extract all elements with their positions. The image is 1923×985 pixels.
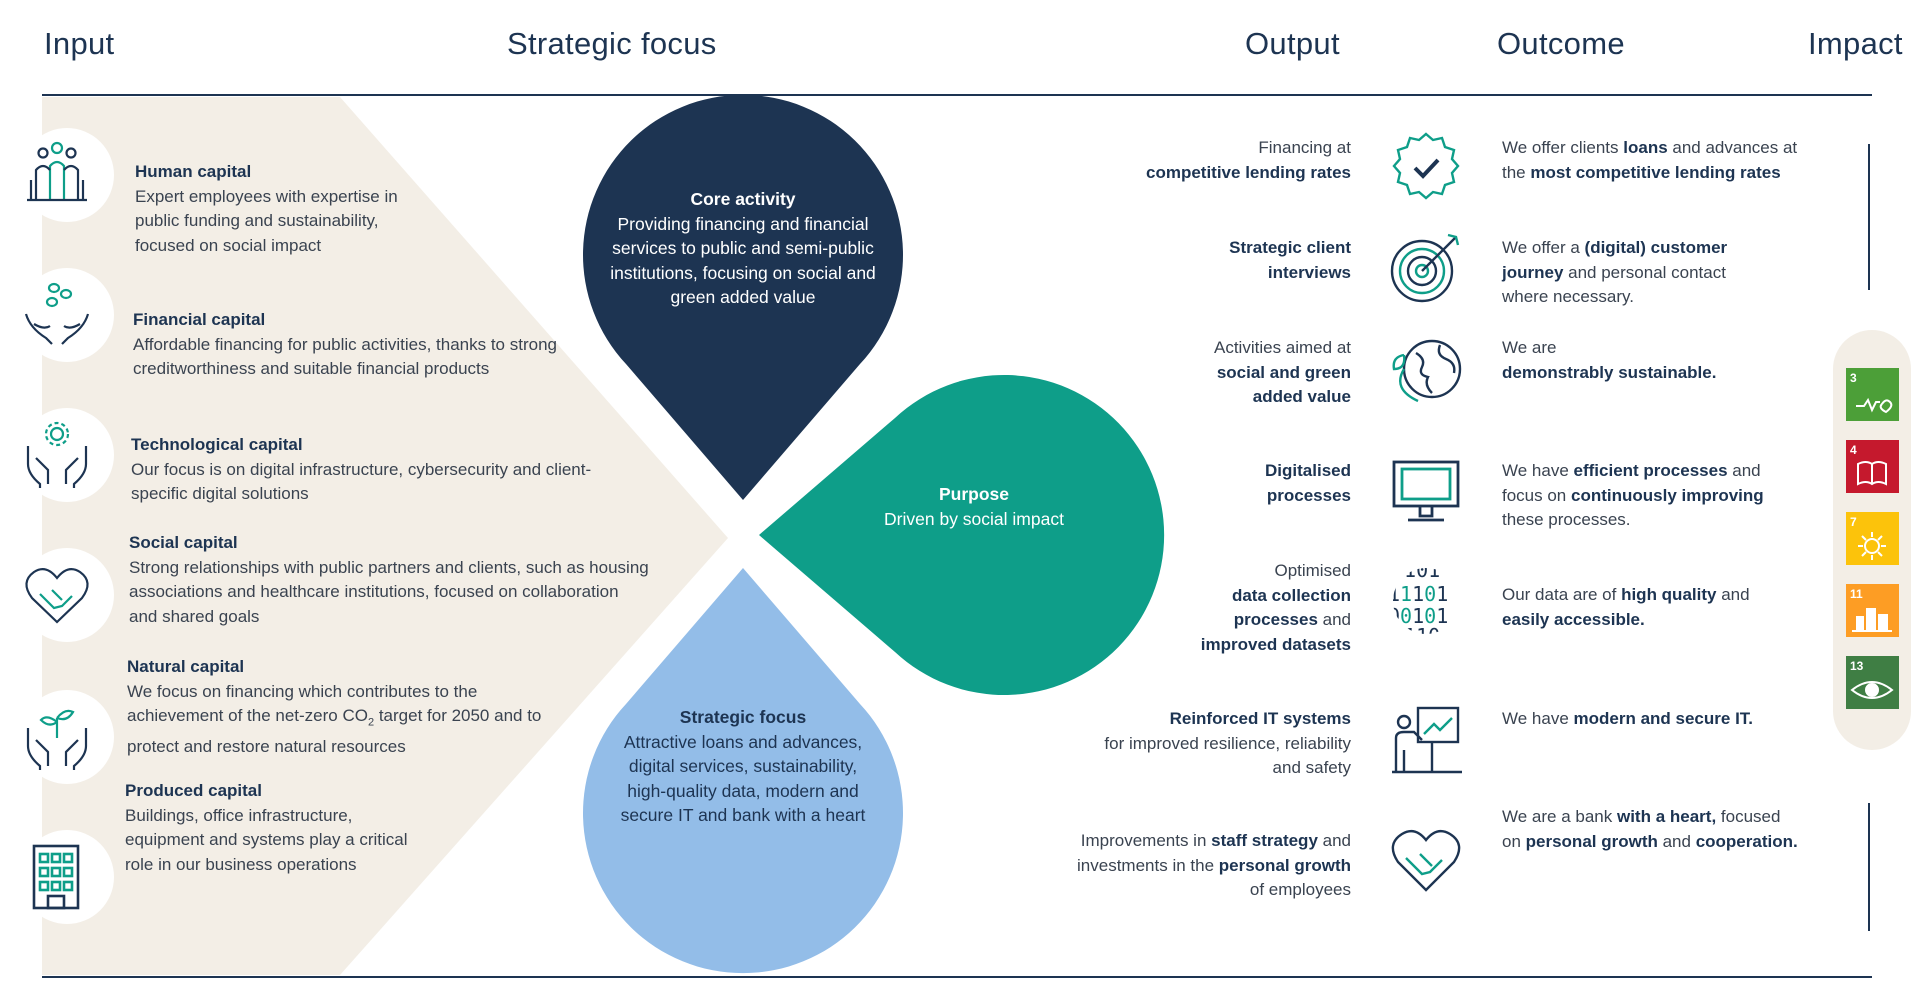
core-activity-text: Core activity Providing financing and fi… — [608, 187, 878, 310]
outcome-sustainable: We are demonstrably sustainable. — [1502, 338, 1717, 382]
heart-handshake-icon — [1391, 829, 1461, 892]
outcome-lending: We offer clients loans and advances at t… — [1502, 138, 1798, 182]
petal-body: Attractive loans and advances, digital s… — [620, 731, 866, 826]
petal-title: Strategic focus — [679, 707, 807, 727]
core-activity-petal — [583, 94, 903, 501]
input-icon-circle-human — [20, 128, 114, 222]
header-strategic-focus: Strategic focus — [507, 26, 717, 61]
header-output: Output — [1245, 26, 1340, 61]
input-icon-circle-natural — [20, 690, 114, 784]
input-natural-capital: Natural capital We focus on financing wh… — [127, 655, 557, 759]
input-icon-circle-technological — [20, 408, 114, 502]
input-title: Financial capital — [133, 310, 266, 329]
heart-handshake-icon — [25, 567, 89, 624]
sdg-13-icon: 13 — [1846, 656, 1899, 709]
petal-title: Core activity — [690, 189, 796, 209]
input-financial-capital: Financial capital Affordable financing f… — [133, 308, 563, 382]
input-icon-circle-produced — [20, 830, 114, 924]
outcome-bank-with-heart: We are a bank with a heart, focused on p… — [1502, 807, 1798, 851]
input-text: Buildings, office infrastructure, equipm… — [125, 805, 408, 874]
presentation-chart-icon — [1392, 706, 1462, 774]
bottom-rule — [42, 976, 1872, 978]
petal-body: Driven by social impact — [884, 508, 1064, 529]
svg-text:11101: 11101 — [1388, 582, 1448, 606]
header-impact: Impact — [1808, 26, 1903, 61]
input-icon-circle-social — [20, 548, 114, 642]
input-text: Affordable financing for public activiti… — [133, 334, 557, 379]
purpose-text: Purpose Driven by social impact — [864, 482, 1084, 531]
sdg-7-icon: 7 — [1846, 512, 1899, 565]
building-icon — [32, 844, 80, 910]
input-human-capital: Human capital Expert employees with expe… — [135, 160, 425, 258]
badge-check-icon — [1392, 132, 1460, 200]
input-title: Technological capital — [131, 435, 303, 454]
header-input: Input — [44, 26, 115, 61]
petal-body: Providing financing and financial servic… — [610, 213, 876, 308]
monitor-icon — [1392, 460, 1460, 522]
input-social-capital: Social capital Strong relationships with… — [129, 531, 649, 629]
top-rule — [42, 94, 1872, 96]
outcome-customer-journey: We offer a (digital) customer journey an… — [1502, 238, 1728, 306]
binary-data-icon: 0101 11101 00101 0110 — [1388, 563, 1448, 639]
input-title: Social capital — [129, 533, 238, 552]
people-icon — [27, 141, 87, 202]
outcome-secure-it: We have modern and secure IT. — [1502, 709, 1754, 728]
input-text: Expert employees with expertise in publi… — [135, 186, 398, 255]
purpose-petal — [759, 375, 1165, 695]
hands-coins-icon — [24, 282, 90, 345]
hands-plant-icon — [26, 709, 88, 770]
sdg-3-icon: 3 — [1846, 368, 1899, 421]
sdg-4-icon: 4 — [1846, 440, 1899, 493]
input-title: Produced capital — [125, 781, 262, 800]
input-icon-circle-financial — [20, 268, 114, 362]
input-text: Our focus is on digital infrastructure, … — [131, 459, 592, 504]
impact-line-bottom — [1868, 803, 1870, 931]
sdg-11-icon: 11 — [1846, 584, 1899, 637]
input-title: Natural capital — [127, 657, 245, 676]
input-text: Strong relationships with public partner… — [129, 557, 649, 626]
strategic-focus-text: Strategic focus Attractive loans and adv… — [608, 705, 878, 828]
input-produced-capital: Produced capital Buildings, office infra… — [125, 779, 415, 877]
hands-gear-icon — [26, 421, 88, 488]
header-outcome: Outcome — [1497, 26, 1625, 61]
petal-title: Purpose — [938, 484, 1010, 504]
strategic-focus-petal — [583, 568, 903, 974]
outcome-data-quality: Our data are of high quality and easily … — [1502, 585, 1750, 629]
outcome-efficient-processes: We have efficient processes and focus on… — [1502, 461, 1764, 529]
input-technological-capital: Technological capital Our focus is on di… — [131, 433, 601, 507]
globe-leaf-icon — [1392, 339, 1462, 403]
input-title: Human capital — [135, 162, 252, 181]
target-icon — [1390, 233, 1460, 303]
svg-text:0101: 0101 — [1392, 563, 1440, 582]
svg-text:0110: 0110 — [1392, 624, 1440, 639]
input-text: We focus on financing which contributes … — [127, 681, 542, 756]
impact-line-top — [1868, 144, 1870, 290]
